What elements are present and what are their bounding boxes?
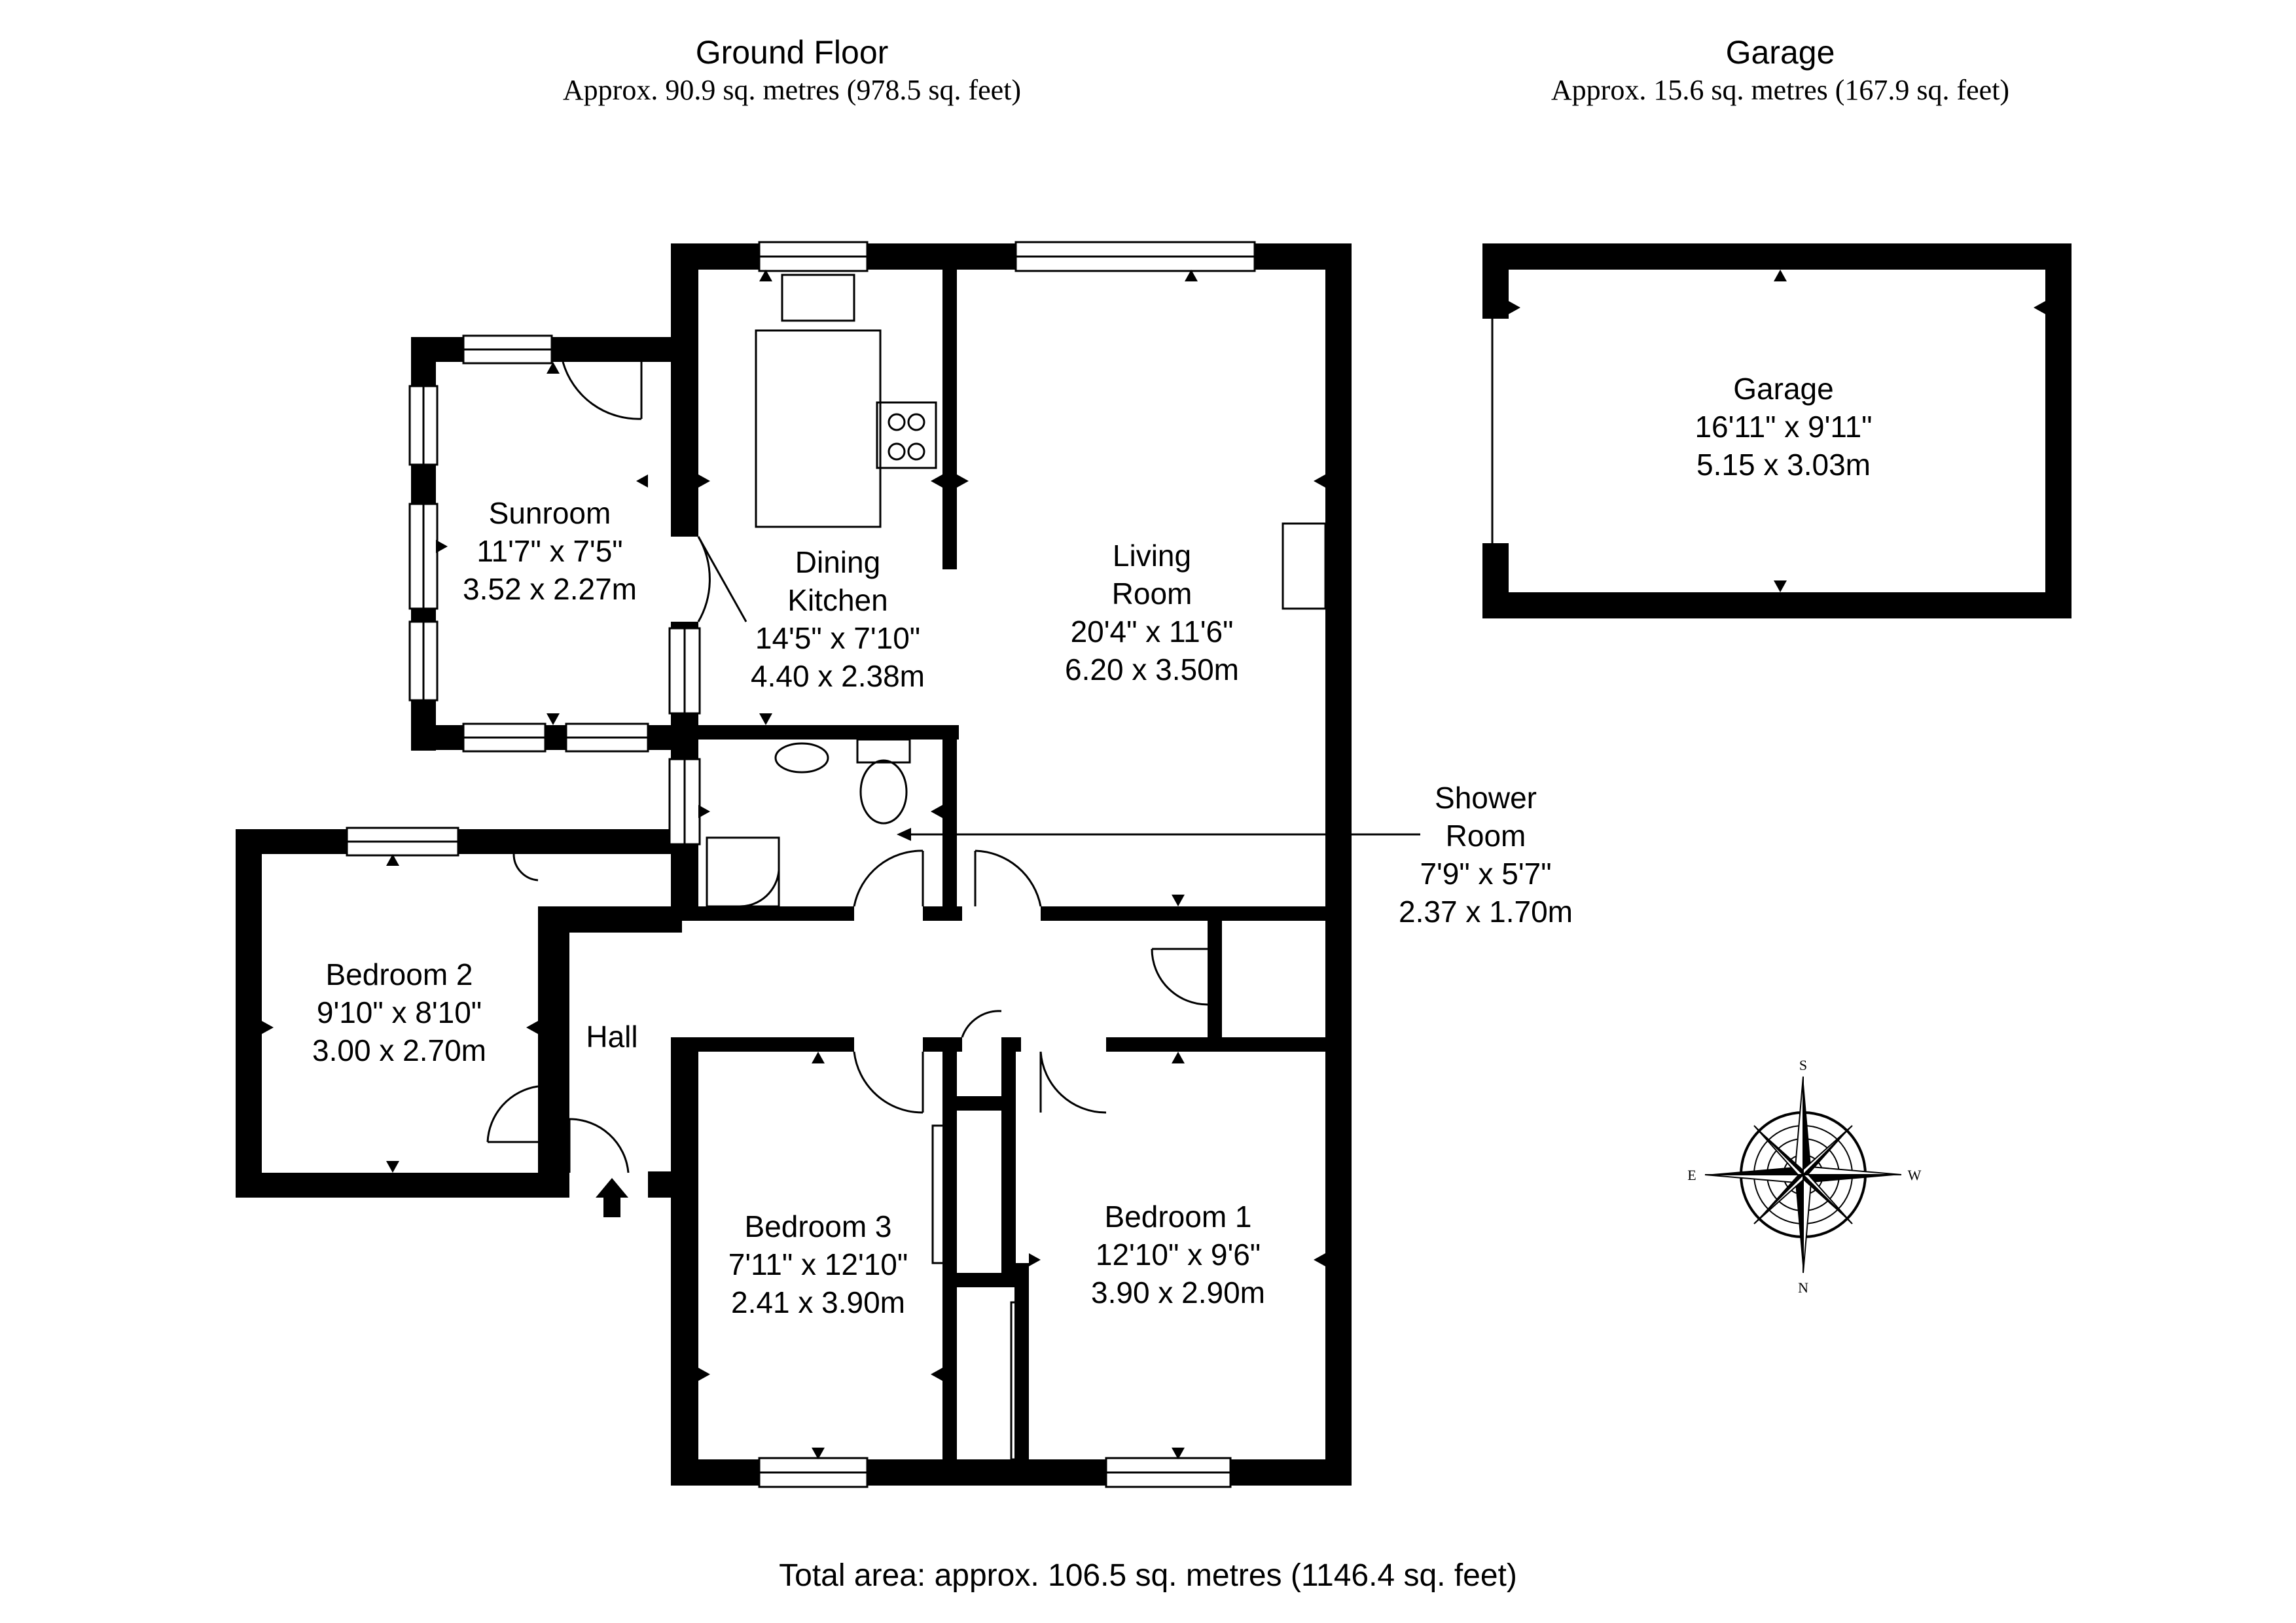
windows [346, 241, 1256, 1488]
total-area: Total area: approx. 106.5 sq. metres (11… [779, 1558, 1517, 1593]
bedroom-2-label: Bedroom 2 9'10" x 8'10" 3.00 x 2.70m [268, 955, 530, 1069]
bedroom-3-name: Bedroom 3 [744, 1209, 892, 1243]
garage-name: Garage [1733, 372, 1834, 406]
doors [486, 361, 1208, 1173]
sunroom-imperial: 11'7" x 7'5" [476, 534, 623, 568]
fixtures [706, 274, 1327, 1461]
shower-room-name-2: Room [1445, 819, 1526, 853]
shower-room-name-1: Shower [1435, 781, 1537, 815]
shower-room-imperial: 7'9" x 5'7" [1420, 857, 1552, 891]
garage-label: Garage 16'11" x 9'11" 5.15 x 3.03m [1646, 370, 1921, 484]
dining-kitchen-label: Dining Kitchen 14'5" x 7'10" 4.40 x 2.38… [707, 543, 969, 695]
garage-metric: 5.15 x 3.03m [1696, 448, 1871, 482]
shower-room-metric: 2.37 x 1.70m [1399, 895, 1573, 929]
living-room-label: Living Room 20'4" x 11'6" 6.20 x 3.50m [1014, 537, 1289, 688]
hall-label: Hall [563, 1018, 661, 1056]
bedroom-1-imperial: 12'10" x 9'6" [1095, 1238, 1261, 1272]
garage-imperial: 16'11" x 9'11" [1695, 410, 1873, 444]
living-room-name-1: Living [1112, 539, 1192, 573]
entry-arrow-icon [596, 1178, 628, 1217]
dining-kitchen-name-2: Kitchen [787, 583, 888, 617]
garage-title: Garage [1725, 34, 1835, 71]
sunroom-metric: 3.52 x 2.27m [463, 572, 637, 606]
compass-e-label: E [1687, 1167, 1696, 1183]
shower-room-label: Shower Room 7'9" x 5'7" 2.37 x 1.70m [1348, 779, 1623, 931]
ground-floor-area: Approx. 90.9 sq. metres (978.5 sq. feet) [562, 74, 1022, 106]
bedroom-2-imperial: 9'10" x 8'10" [316, 995, 482, 1029]
hall-name: Hall [586, 1020, 638, 1054]
bedroom-2-metric: 3.00 x 2.70m [312, 1033, 486, 1067]
bedroom-3-metric: 2.41 x 3.90m [731, 1285, 905, 1319]
compass-n-label: N [1798, 1279, 1808, 1296]
living-room-name-2: Room [1111, 577, 1193, 611]
garage-area: Approx. 15.6 sq. metres (167.9 sq. feet) [1551, 74, 2010, 106]
living-room-imperial: 20'4" x 11'6" [1070, 615, 1234, 649]
bedroom-3-imperial: 7'11" x 12'10" [728, 1247, 908, 1281]
compass-s-label: S [1799, 1057, 1807, 1073]
compass-icon: S N E W [1687, 1057, 1921, 1296]
bedroom-1-label: Bedroom 1 12'10" x 9'6" 3.90 x 2.90m [1047, 1198, 1309, 1311]
living-room-metric: 6.20 x 3.50m [1065, 652, 1239, 687]
dining-kitchen-metric: 4.40 x 2.38m [751, 659, 925, 693]
sunroom-name: Sunroom [488, 496, 611, 530]
ground-floor-header: Ground Floor Approx. 90.9 sq. metres (97… [530, 33, 1054, 109]
ground-floor-title: Ground Floor [695, 34, 889, 71]
dining-kitchen-imperial: 14'5" x 7'10" [755, 621, 921, 655]
garage-header: Garage Approx. 15.6 sq. metres (167.9 sq… [1518, 33, 2042, 109]
measurement-arrows [262, 270, 1420, 1459]
compass-w-label: W [1908, 1167, 1922, 1183]
sunroom-label: Sunroom 11'7" x 7'5" 3.52 x 2.27m [419, 494, 681, 608]
bedroom-3-label: Bedroom 3 7'11" x 12'10" 2.41 x 3.90m [687, 1207, 949, 1321]
bedroom-2-name: Bedroom 2 [325, 957, 473, 991]
garage-walls [1482, 243, 2072, 618]
bedroom-1-metric: 3.90 x 2.90m [1091, 1275, 1265, 1310]
dining-kitchen-name-1: Dining [795, 545, 881, 579]
bedroom-1-name: Bedroom 1 [1104, 1200, 1252, 1234]
interior-walls [648, 268, 1352, 1486]
